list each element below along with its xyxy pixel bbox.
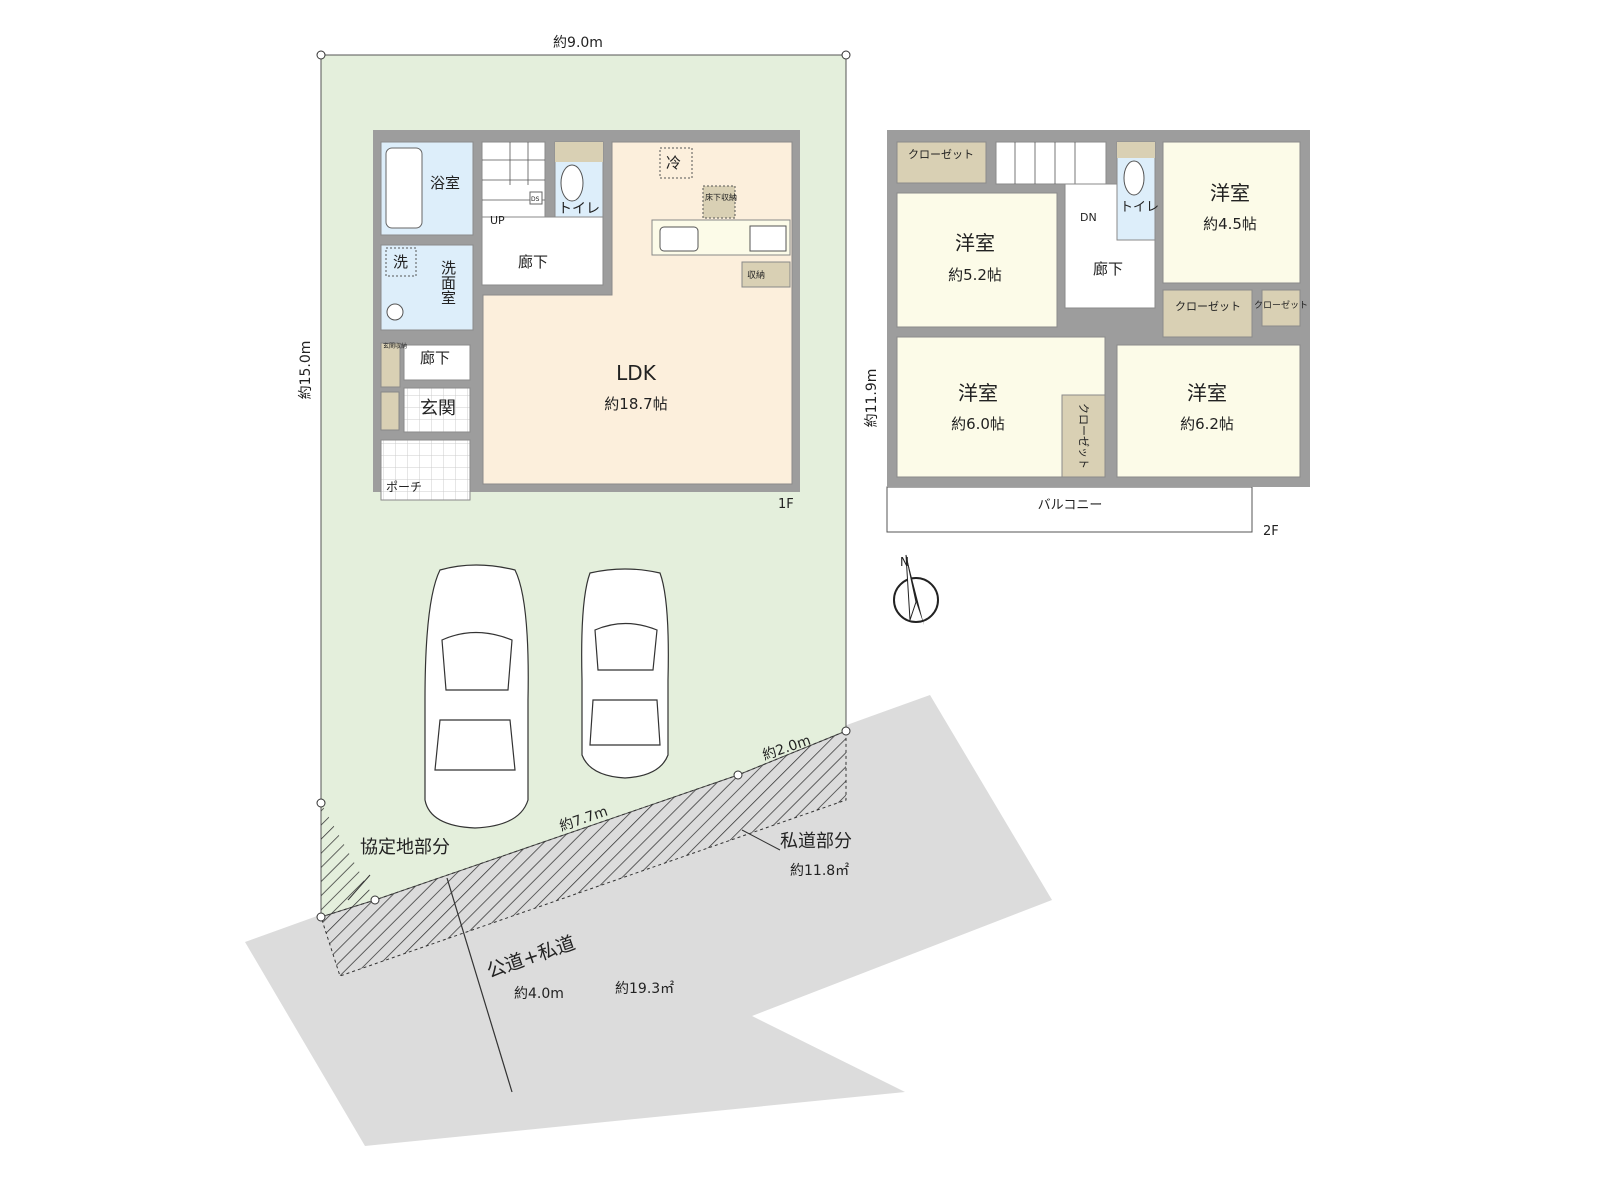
label-stairs-up: UP (490, 214, 505, 227)
road-width-arrow (446, 877, 513, 1093)
car-icon (581, 568, 669, 779)
floor-2-label: 2F (1263, 524, 1279, 539)
lot-corners (316, 50, 851, 922)
private-road-leader (741, 829, 781, 851)
lot-depth-dim: 約15.0m (298, 341, 314, 400)
label-entrance-storage: 玄関収納 (383, 342, 407, 350)
fridge-icon (659, 147, 693, 179)
closet-sw (1061, 394, 1106, 478)
toilet-tank (1117, 142, 1155, 158)
entrance-storage (380, 342, 401, 388)
stairs (481, 141, 546, 218)
label-ldk-size: 約18.7帖 (604, 395, 667, 413)
shoe-storage (380, 391, 400, 431)
toilet-tank (555, 142, 603, 162)
label-hall-1f-upper: 廊下 (518, 253, 548, 271)
floor-1: DS 浴室 洗 洗面室 トイレ UP 廊下 冷 床下収納 収納 LDK 約18.… (373, 130, 800, 512)
label-balcony: バルコニー (1038, 498, 1103, 513)
closet-e2 (1261, 289, 1301, 327)
label-room-nw: 洋室 (955, 231, 995, 255)
floor-2: クローゼット 洋室 約5.2帖 DN トイレ 廊下 洋室 約4.5帖 クローゼッ… (864, 130, 1310, 539)
closet-nw (896, 141, 987, 184)
label-bath: 浴室 (430, 174, 460, 192)
room-ne (1162, 141, 1301, 284)
hall-1f-upper (481, 216, 604, 286)
toilet-icon (560, 164, 584, 202)
room-entrance (403, 387, 471, 433)
label-washer: 洗 (393, 253, 408, 271)
label-closet-nw: クローゼット (908, 148, 974, 161)
floor-2-depth-dim: 約11.9m (864, 369, 880, 428)
label-fridge: 冷 (666, 154, 681, 172)
label-kitchen-storage: 収納 (747, 269, 765, 281)
road-width: 約4.0m (514, 986, 564, 1002)
label-toilet-2f: トイレ (1120, 200, 1159, 215)
label-hall-1f-lower: 廊下 (420, 349, 450, 367)
label-room-nw-size: 約5.2帖 (948, 266, 1002, 284)
stove-icon (749, 225, 787, 252)
label-room-sw-size: 約6.0帖 (951, 415, 1005, 433)
label-room-ne-size: 約4.5帖 (1203, 215, 1257, 233)
north-arrow-icon: N (893, 554, 939, 625)
label-room-sw: 洋室 (958, 381, 998, 405)
label-hall-2f: 廊下 (1093, 260, 1123, 278)
label-toilet-1f: トイレ (558, 201, 600, 217)
label-washroom: 洗面室 (439, 260, 457, 305)
ds-label: DS (531, 196, 540, 203)
north-label: N (900, 555, 909, 569)
floor-1-label: 1F (778, 497, 794, 512)
car-icon (424, 564, 529, 829)
private-road-label: 私道部分 (780, 831, 852, 852)
ds-box (529, 191, 543, 205)
road-area (245, 695, 1052, 1146)
label-room-se-size: 約6.2帖 (1180, 415, 1234, 433)
sink-icon (386, 303, 404, 321)
closet-e1 (1162, 289, 1253, 338)
label-entrance: 玄関 (420, 398, 456, 419)
underfloor-storage (702, 185, 736, 219)
lot-width-dim: 約9.0m (553, 35, 603, 51)
hall-1f-lower (403, 344, 471, 381)
stairs-lines (482, 142, 545, 201)
room-se (1116, 344, 1301, 478)
agreement-leader (347, 874, 371, 901)
stairs-2f (995, 141, 1107, 185)
private-road-area: 約11.8㎡ (790, 863, 849, 879)
road-area: 約19.3㎡ (615, 981, 674, 997)
sink-icon (659, 226, 699, 252)
bathtub-icon (385, 147, 423, 229)
label-room-ne: 洋室 (1210, 181, 1250, 205)
label-closet-sw: クローゼット (1077, 403, 1090, 469)
room-nw (896, 192, 1058, 328)
toilet-icon (1123, 160, 1145, 196)
washer-icon (385, 247, 417, 277)
label-closet-e1: クローゼット (1175, 300, 1241, 313)
agreement-area-label: 協定地部分 (360, 837, 450, 858)
label-ldk: LDK (616, 361, 657, 385)
label-porch: ポーチ (386, 480, 422, 494)
label-underfloor-storage: 床下収納 (705, 192, 737, 202)
balcony (886, 486, 1253, 533)
porch (380, 439, 471, 501)
stairs-lines (1014, 142, 1076, 184)
label-closet-e2: クローゼット (1254, 299, 1308, 311)
label-stairs-down: DN (1080, 211, 1097, 224)
agreement-area-hatch (321, 803, 375, 917)
kitchen-storage (741, 261, 791, 288)
label-room-se: 洋室 (1187, 381, 1227, 405)
